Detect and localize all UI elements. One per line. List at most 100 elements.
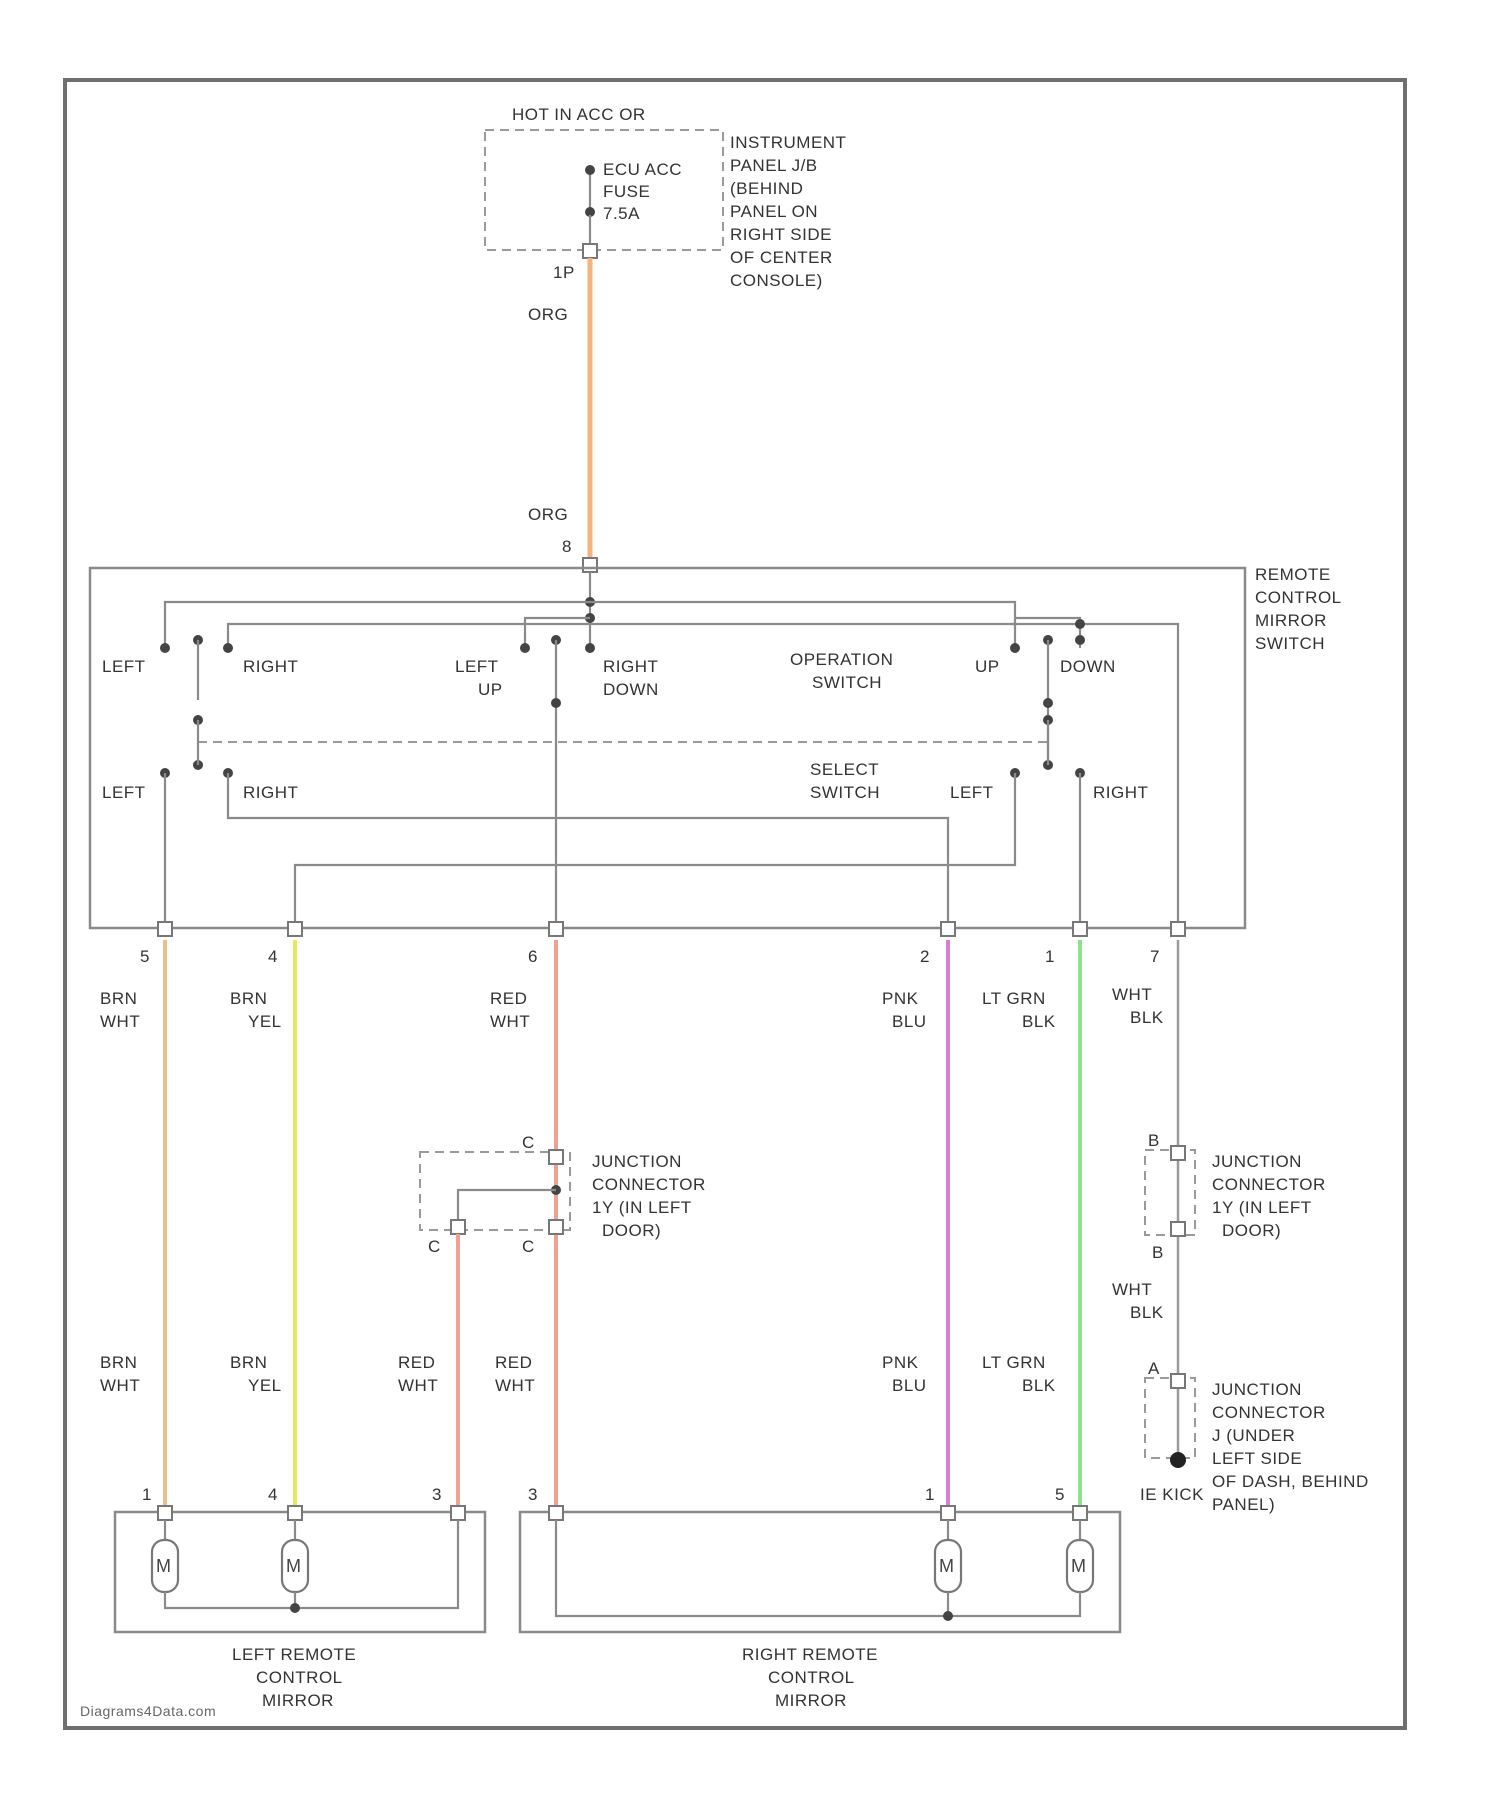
wire-3-label-2: BLU bbox=[892, 1012, 927, 1031]
op-left: LEFT bbox=[102, 657, 146, 676]
switch-title-1: REMOTE bbox=[1255, 565, 1331, 584]
jc-r1-wire-1: WHT bbox=[1112, 1280, 1152, 1299]
lm-pin-3: 3 bbox=[432, 1485, 442, 1504]
wire-3-lower-2: BLU bbox=[892, 1376, 927, 1395]
wire-1-label-2: YEL bbox=[248, 1012, 282, 1031]
wire-2-pin: 6 bbox=[528, 947, 538, 966]
rm-motor-2: M bbox=[1071, 1556, 1087, 1576]
lm-title-3: MIRROR bbox=[262, 1691, 334, 1710]
switch-box bbox=[90, 568, 1245, 928]
watermark: Diagrams4Data.com bbox=[80, 1703, 216, 1719]
lm-motor-1: M bbox=[156, 1556, 172, 1576]
op-left-up-1: LEFT bbox=[455, 657, 499, 676]
sel-left1: LEFT bbox=[102, 783, 146, 802]
sel-left2: LEFT bbox=[950, 783, 994, 802]
wire-0-label-1: BRN bbox=[100, 989, 137, 1008]
sel-select-1: SELECT bbox=[810, 760, 879, 779]
rm-pin-2: 1 bbox=[925, 1485, 935, 1504]
rm-motor-1: M bbox=[939, 1556, 955, 1576]
jc-left-label-2: CONNECTOR bbox=[592, 1175, 706, 1194]
op-operation-2: SWITCH bbox=[812, 673, 882, 692]
jc-left-pin-br: C bbox=[522, 1237, 535, 1256]
fuse-label-3: 7.5A bbox=[603, 204, 640, 223]
op-right: RIGHT bbox=[243, 657, 298, 676]
right-remote-control-mirror: 3 1 5 M M RIGHT REMOTE CONTROL MIRROR bbox=[520, 1485, 1120, 1710]
wire-4-label-2: BLK bbox=[1022, 1012, 1056, 1031]
switch-power-pin: 8 bbox=[562, 537, 572, 556]
switch-title-4: SWITCH bbox=[1255, 634, 1325, 653]
wire-3-pin: 2 bbox=[920, 947, 930, 966]
wire-0-lower-2: WHT bbox=[100, 1376, 140, 1395]
wire-3-lower-1: PNK bbox=[882, 1353, 919, 1372]
wire-1-pin: 4 bbox=[268, 947, 278, 966]
op-down: DOWN bbox=[1060, 657, 1116, 676]
panel-label-7: CONSOLE) bbox=[730, 271, 823, 290]
jc-left-label-4: DOOR) bbox=[602, 1221, 661, 1240]
lm-title-2: CONTROL bbox=[256, 1668, 343, 1687]
switch-title-3: MIRROR bbox=[1255, 611, 1327, 630]
wire-5-pin: 7 bbox=[1150, 947, 1160, 966]
op-operation-1: OPERATION bbox=[790, 650, 893, 669]
wire-0-pin: 5 bbox=[140, 947, 150, 966]
wire-0-lower-1: BRN bbox=[100, 1353, 137, 1372]
diagram-frame bbox=[65, 80, 1405, 1728]
switch-title-2: CONTROL bbox=[1255, 588, 1342, 607]
wire-3-label-1: PNK bbox=[882, 989, 919, 1008]
wire-2-label-1: RED bbox=[490, 989, 527, 1008]
power-header: HOT IN ACC OR bbox=[512, 105, 646, 124]
rm-title-1: RIGHT REMOTE bbox=[742, 1645, 878, 1664]
jc-r2-label-3: J (UNDER bbox=[1212, 1426, 1295, 1445]
jc-r2-label-2: CONNECTOR bbox=[1212, 1403, 1326, 1422]
junction-connector-left: C C C JUNCTION CONNECTOR 1Y (IN LEFT DOO… bbox=[398, 1133, 706, 1512]
fuse-label-2: FUSE bbox=[603, 182, 650, 201]
jc-r1-label-2: CONNECTOR bbox=[1212, 1175, 1326, 1194]
jc-left-label-3: 1Y (IN LEFT bbox=[592, 1198, 692, 1217]
jc-r2-pin-top: A bbox=[1148, 1359, 1160, 1378]
op-up: UP bbox=[975, 657, 1000, 676]
jc-r1-label-1: JUNCTION bbox=[1212, 1152, 1302, 1171]
wire-4-pin: 1 bbox=[1045, 947, 1055, 966]
panel-label-1: INSTRUMENT bbox=[730, 133, 846, 152]
wire-1-lower-1: BRN bbox=[230, 1353, 267, 1372]
wire-2-label-2: WHT bbox=[490, 1012, 530, 1031]
jc-left-pin-bl: C bbox=[428, 1237, 441, 1256]
jc-r2-label-4: LEFT SIDE bbox=[1212, 1449, 1302, 1468]
lm-motor-2: M bbox=[286, 1556, 302, 1576]
jc-r1-wire-2: BLK bbox=[1130, 1303, 1164, 1322]
jc-r1-pin-bottom: B bbox=[1152, 1243, 1164, 1262]
op-left-up-2: UP bbox=[478, 680, 503, 699]
power-wire-label-bottom: ORG bbox=[528, 505, 568, 524]
mirror-switch: REMOTE CONTROL MIRROR SWITCH LEFT RIGHT … bbox=[90, 565, 1342, 936]
fuse-out-pin: 1P bbox=[553, 263, 575, 282]
panel-label-6: OF CENTER bbox=[730, 248, 833, 267]
wire-4-lower-1: LT GRN bbox=[982, 1353, 1046, 1372]
jc-r2-label-5: OF DASH, BEHIND bbox=[1212, 1472, 1369, 1491]
rm-title-2: CONTROL bbox=[768, 1668, 855, 1687]
wire-4-lower-2: BLK bbox=[1022, 1376, 1056, 1395]
branch-label-1: RED bbox=[398, 1353, 435, 1372]
panel-label-4: PANEL ON bbox=[730, 202, 818, 221]
wire-4-label-1: LT GRN bbox=[982, 989, 1046, 1008]
wire-0-label-2: WHT bbox=[100, 1012, 140, 1031]
left-remote-control-mirror: 1 4 3 M M LEFT REMOTE CONTROL MIRROR bbox=[115, 1485, 485, 1710]
panel-label-3: (BEHIND bbox=[730, 179, 803, 198]
sel-select-2: SWITCH bbox=[810, 783, 880, 802]
lm-pin-2: 4 bbox=[268, 1485, 278, 1504]
jc-left-label-1: JUNCTION bbox=[592, 1152, 682, 1171]
rm-title-3: MIRROR bbox=[775, 1691, 847, 1710]
junction-connector-right-2: A IE KICK JUNCTION CONNECTOR J (UNDER LE… bbox=[1140, 1359, 1369, 1514]
sel-right1: RIGHT bbox=[243, 783, 298, 802]
wire-1-lower-2: YEL bbox=[248, 1376, 282, 1395]
op-right-down-2: DOWN bbox=[603, 680, 659, 699]
wire-1-label-1: BRN bbox=[230, 989, 267, 1008]
wire-2-lower-2: WHT bbox=[495, 1376, 535, 1395]
jc-r1-label-4: DOOR) bbox=[1222, 1221, 1281, 1240]
ground-point bbox=[1170, 1452, 1186, 1468]
lm-title-1: LEFT REMOTE bbox=[232, 1645, 356, 1664]
fuse-label-1: ECU ACC bbox=[603, 160, 682, 179]
wire-2-lower-1: RED bbox=[495, 1353, 532, 1372]
jc-r1-pin-top: B bbox=[1148, 1131, 1160, 1150]
branch-label-2: WHT bbox=[398, 1376, 438, 1395]
rm-pin-3: 5 bbox=[1055, 1485, 1065, 1504]
